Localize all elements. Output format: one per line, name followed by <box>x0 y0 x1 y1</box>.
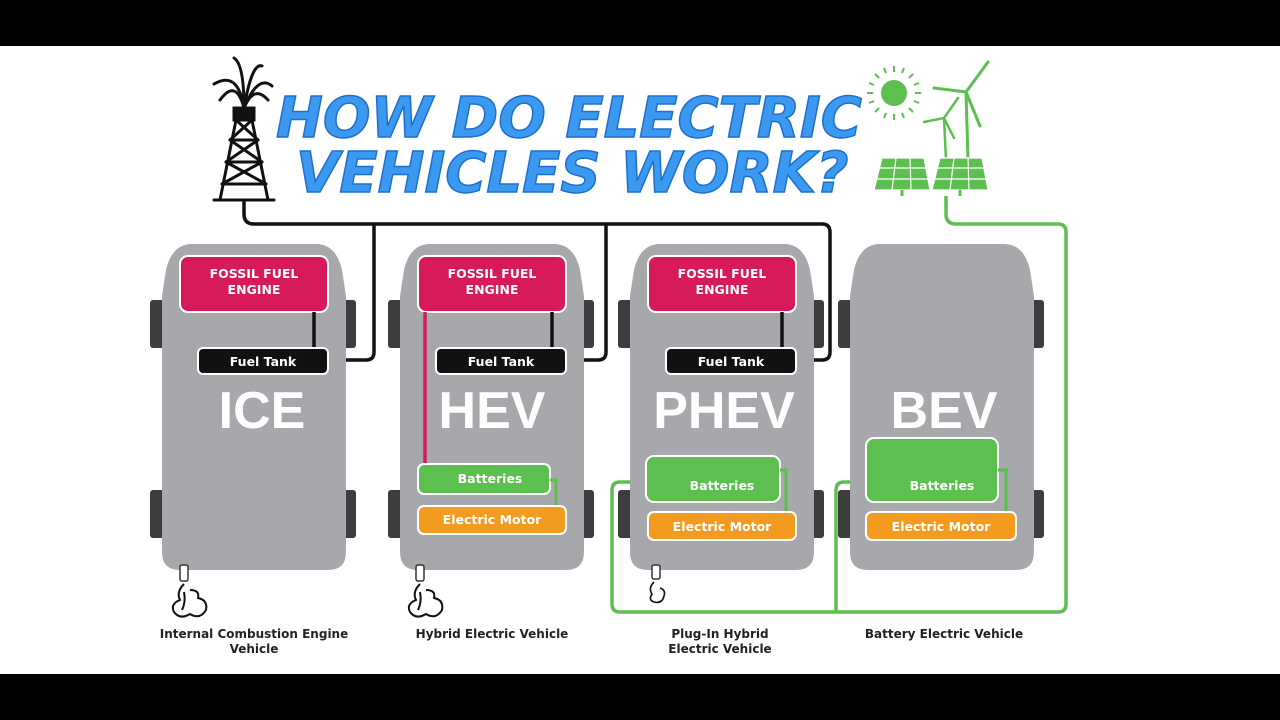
batteries-label: Batteries <box>910 478 975 493</box>
caption-bev-line1: Battery Electric Vehicle <box>865 627 1023 641</box>
vehicle-code: PHEV <box>653 382 795 440</box>
caption-ice-line1: Internal Combustion Engine <box>160 627 349 641</box>
engine-box <box>179 255 329 313</box>
caption-phev-line1: Plug-In Hybrid <box>671 627 768 641</box>
renewable-lines <box>610 196 1068 614</box>
vehicle-bev: BEV Batteries Electric Motor <box>838 244 1044 570</box>
fuel-tank-label: Fuel Tank <box>230 354 297 369</box>
title-line-1: HOW DO ELECTRIC <box>276 86 862 151</box>
title-line-2: VEHICLES WORK? <box>296 141 849 206</box>
fuel-tank-box <box>197 347 329 375</box>
batteries-label: Batteries <box>690 478 755 493</box>
electric-motor-box <box>647 511 797 541</box>
wind-turbine-icon <box>922 60 990 162</box>
batteries-box <box>645 455 781 503</box>
letterbox-bottom <box>0 674 1280 720</box>
engine-box <box>417 255 567 313</box>
car-body <box>162 244 346 570</box>
electric-motor-label: Electric Motor <box>443 512 542 527</box>
fuel-tank-box <box>665 347 797 375</box>
vehicle-code: BEV <box>891 382 998 440</box>
vehicle-code: ICE <box>219 382 306 440</box>
exhaust-smoke-icon <box>407 583 444 618</box>
exhaust-smoke-icon <box>649 581 666 604</box>
caption-hev-line1: Hybrid Electric Vehicle <box>416 627 569 641</box>
solar-panel-icon <box>873 157 989 196</box>
exhaust-smoke-icon <box>171 583 208 618</box>
caption-ice-line2: Vehicle <box>230 642 279 656</box>
fuel-tank-box <box>435 347 567 375</box>
fuel-tank-label: Fuel Tank <box>468 354 535 369</box>
engine-box <box>647 255 797 313</box>
fossil-fuel-lines <box>242 200 832 362</box>
oil-derrick-icon <box>212 56 276 202</box>
fuel-tank-label: Fuel Tank <box>698 354 765 369</box>
electric-motor-box <box>865 511 1017 541</box>
caption-phev-line2: Electric Vehicle <box>668 642 771 656</box>
electric-motor-label: Electric Motor <box>673 519 772 534</box>
sun-icon <box>867 66 921 120</box>
vehicle-code: HEV <box>439 382 546 440</box>
letterbox-top <box>0 0 1280 46</box>
electric-motor-box <box>417 505 567 535</box>
electric-motor-label: Electric Motor <box>892 519 991 534</box>
batteries-label: Batteries <box>458 471 523 486</box>
